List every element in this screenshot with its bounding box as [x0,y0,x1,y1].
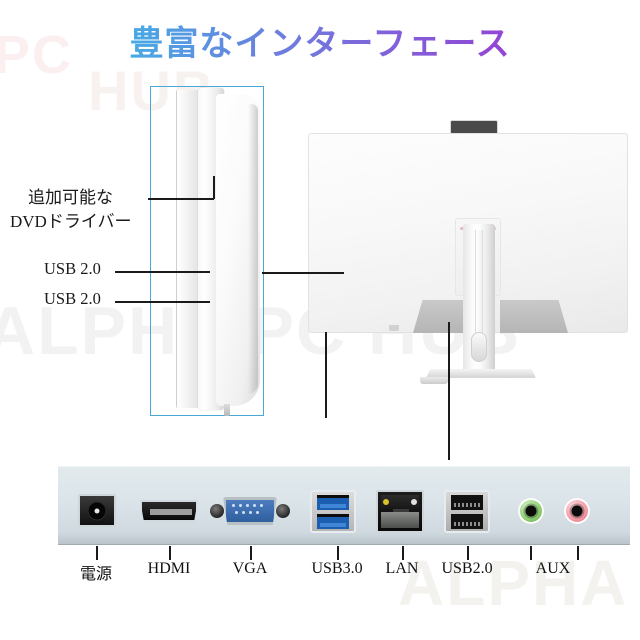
hdmi-port-icon [140,500,198,522]
usb3-port-icon [310,490,356,533]
io-label-vga: VGA [232,560,268,577]
usb2-slot-bottom [451,514,483,529]
leader-line-side-to-monitor [262,272,344,274]
vga-pins [232,504,270,518]
aio-side-view-illustration [176,88,262,416]
usb3-slot-bottom [317,514,349,529]
callout-usb-bottom: USB 2.0 [44,289,101,308]
tick-hdmi [169,546,171,560]
watermark-alpha: ALPHA [398,547,629,619]
io-label-lan: LAN [385,560,419,577]
leader-line-usb-bottom [115,301,210,303]
vga-port-icon [210,497,290,525]
stand-base [426,369,536,378]
rj45-contacts [381,512,419,528]
tick-aux-green [530,546,532,560]
page-title: 豊富なインターフェース [0,16,640,65]
monitor-bottom-notch [389,325,399,331]
tick-aux-pink [577,546,579,560]
rj45-led-yellow [383,499,389,505]
tick-power [96,546,98,560]
callout-dvd-line1: 追加可能な [28,188,113,207]
rj45-leds [381,495,419,509]
callout-usb-top: USB 2.0 [44,259,101,278]
stand-base-front [420,377,448,384]
io-label-usb30: USB3.0 [311,560,363,577]
stand-shadow-right [500,300,568,333]
leader-line-monitor-stand [448,322,450,460]
leader-line-dvd [148,198,214,200]
rj45-port-icon [376,490,424,533]
audio-jack-line-out-icon [518,498,544,524]
stand-column [463,224,495,374]
usb2-port-icon [444,490,490,533]
aio-front-bezel [216,94,260,406]
callout-dvd-line2: DVDドライバー [10,212,132,231]
vga-screw-left [210,504,224,518]
leader-line-dvd-vertical [213,176,215,199]
leader-line-monitor-left [325,332,327,418]
aio-stand-foot [224,404,230,416]
monitor-rear-illustration [308,120,628,420]
usb2-slot-top [451,495,483,510]
io-label-power: 電源 [79,566,113,583]
side-view-highlight-box [150,86,264,416]
leader-line-usb-top [115,271,210,273]
tick-usb20 [467,546,469,560]
usb3-slot-top [317,495,349,510]
io-label-aux: AUX [535,560,571,577]
tick-lan [402,546,404,560]
io-label-usb20: USB2.0 [441,560,493,577]
audio-jack-mic-in-icon [564,498,590,524]
power-jack-icon [78,494,116,527]
tick-usb30 [337,546,339,560]
io-label-hdmi: HDMI [147,560,191,577]
io-port-panel [58,466,630,545]
cable-management-hole [471,332,487,362]
rj45-led-white [411,499,417,505]
vga-screw-right [276,504,290,518]
tick-vga [250,546,252,560]
